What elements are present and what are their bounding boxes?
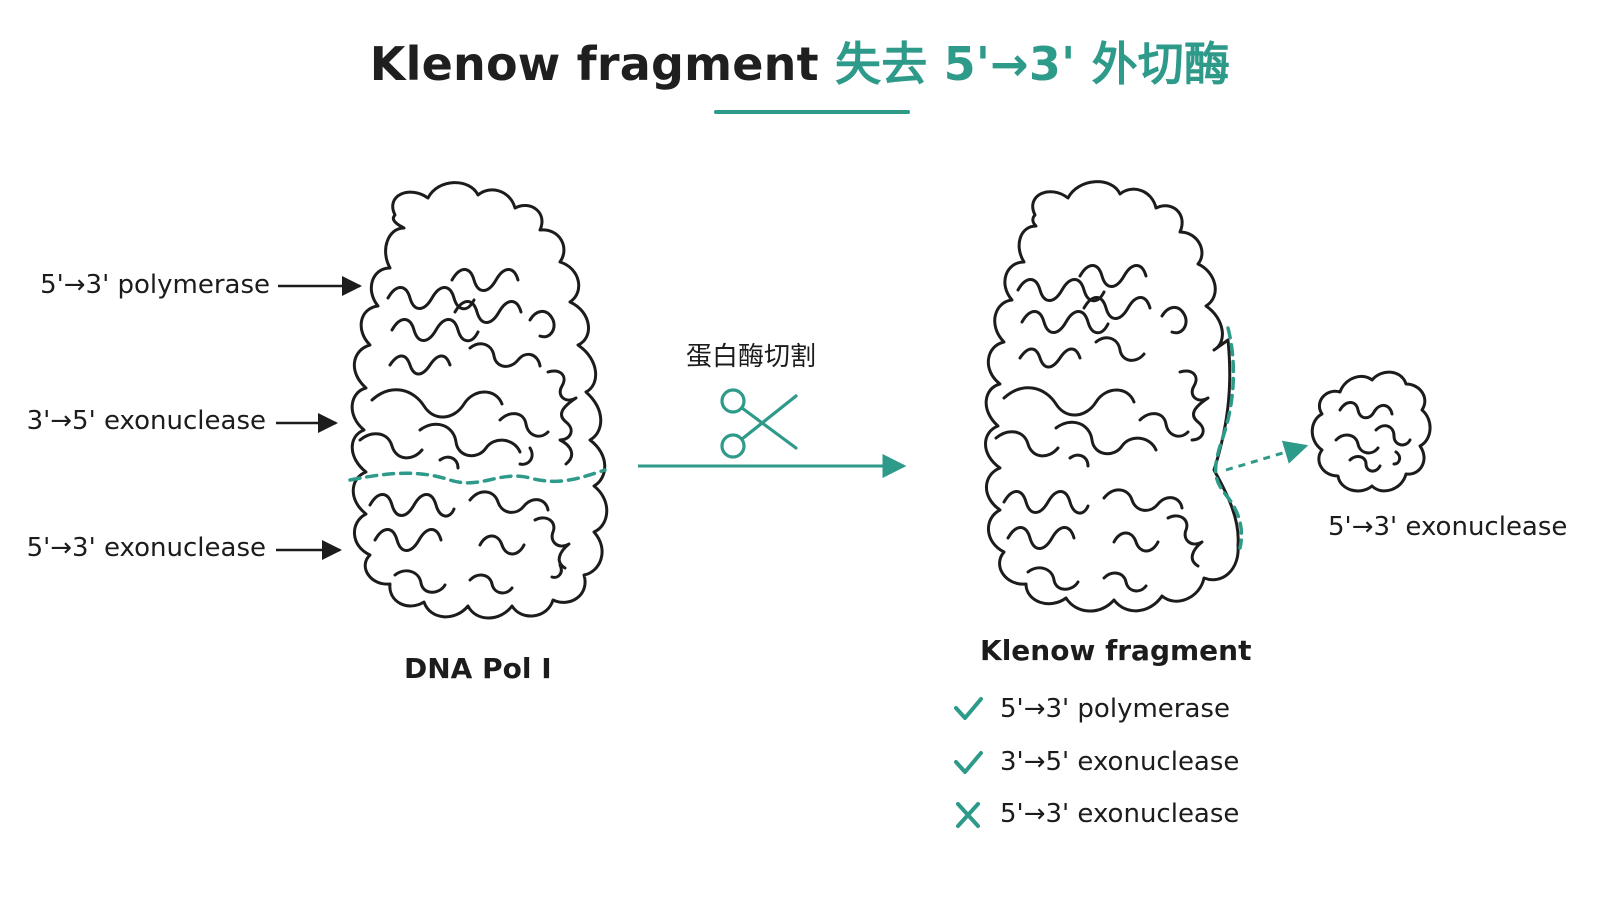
dna-pol-i-caption: DNA Pol I xyxy=(404,652,552,685)
check-icon xyxy=(954,697,983,720)
klenow-fragment-caption: Klenow fragment xyxy=(980,634,1252,667)
dna-pol-i-outline xyxy=(350,181,609,620)
activity-label-polymerase: 5'→3' polymerase xyxy=(1000,694,1230,724)
title-main: Klenow fragment xyxy=(369,37,819,91)
klenow-outline xyxy=(984,180,1240,613)
domain-label-5-3-exonuclease: 5'→3' exonuclease xyxy=(26,533,266,563)
protease-cleavage-label: 蛋白酶切割 xyxy=(686,342,817,372)
dna-pol-i-structure xyxy=(350,181,609,620)
scissors-icon xyxy=(720,388,798,459)
title-underline xyxy=(714,110,910,114)
domain-label-polymerase: 5'→3' polymerase xyxy=(40,270,270,300)
released-fragment-label: 5'→3' exonuclease xyxy=(1328,512,1568,542)
klenow-cleaved-edge xyxy=(1213,326,1244,550)
cross-icon xyxy=(956,802,980,828)
title-accent: 失去 5'→3' 外切酶 xyxy=(835,37,1231,91)
small-fragment-outline xyxy=(1310,370,1432,493)
check-icon xyxy=(954,751,983,774)
activity-label-3-5-exonuclease: 3'→5' exonuclease xyxy=(1000,747,1240,777)
page-title: Klenow fragment 失去 5'→3' 外切酶 xyxy=(0,28,1600,94)
fragment-release-arrow xyxy=(1225,440,1309,472)
domain-label-3-5-exonuclease: 3'→5' exonuclease xyxy=(26,406,266,436)
small-fragment-structure xyxy=(1310,370,1432,493)
klenow-fragment-structure xyxy=(984,180,1240,613)
activity-label-5-3-exonuclease: 5'→3' exonuclease xyxy=(1000,799,1240,829)
cleavage-site-line xyxy=(348,468,607,485)
